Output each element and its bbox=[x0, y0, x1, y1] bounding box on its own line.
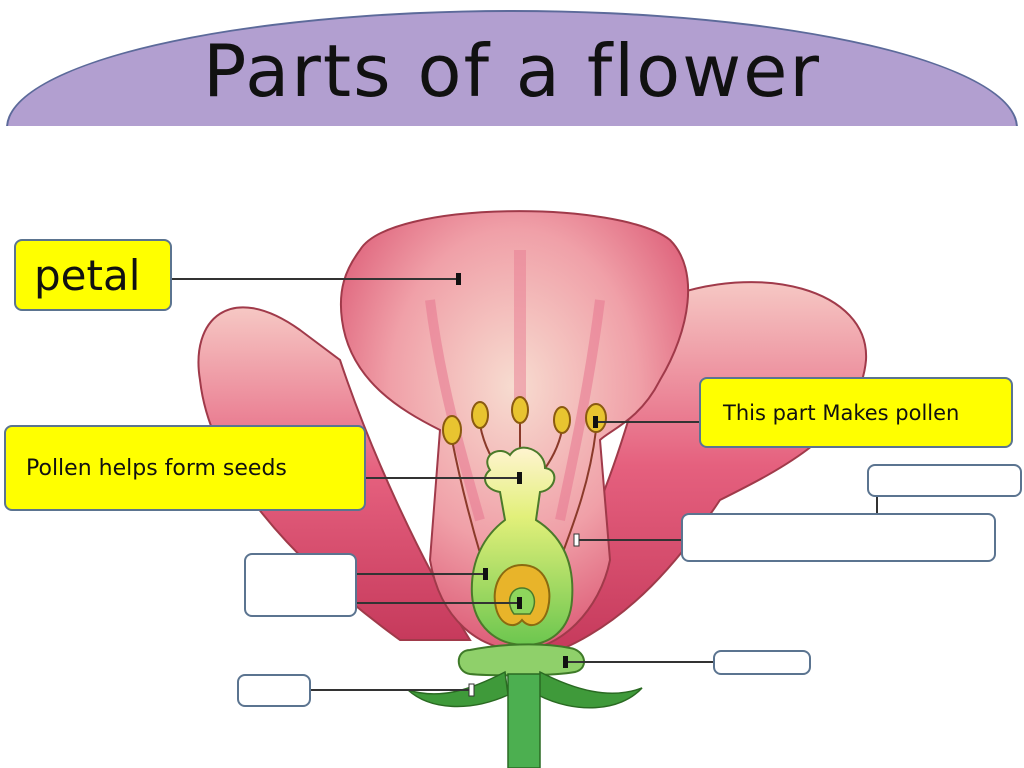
receptacle bbox=[457, 643, 585, 677]
petal-streak-2 bbox=[555, 299, 605, 522]
leader-lines bbox=[172, 278, 878, 691]
anther-4 bbox=[553, 406, 571, 434]
anther-3 bbox=[511, 396, 529, 424]
stem bbox=[507, 673, 541, 768]
petal-streak-1 bbox=[425, 299, 485, 522]
page-title: Parts of a flower bbox=[202, 29, 821, 113]
leader-tips bbox=[456, 273, 598, 668]
label-petal: petal bbox=[14, 239, 172, 311]
leader-tips-white bbox=[468, 533, 580, 697]
blank-label-box[interactable] bbox=[867, 464, 1022, 497]
blank-label-box[interactable] bbox=[713, 650, 811, 675]
title-banner bbox=[0, 0, 1024, 126]
blank-label-box[interactable] bbox=[237, 674, 311, 707]
sepal-right bbox=[537, 670, 643, 709]
anther-2 bbox=[471, 401, 489, 429]
label-this-part-makes-pollen: This part Makes pollen bbox=[699, 377, 1013, 448]
anther-1 bbox=[442, 415, 462, 445]
blank-label-box[interactable] bbox=[681, 513, 996, 562]
label-pollen-helps-form-seeds: Pollen helps form seeds bbox=[4, 425, 366, 511]
blank-label-box[interactable] bbox=[244, 553, 357, 617]
